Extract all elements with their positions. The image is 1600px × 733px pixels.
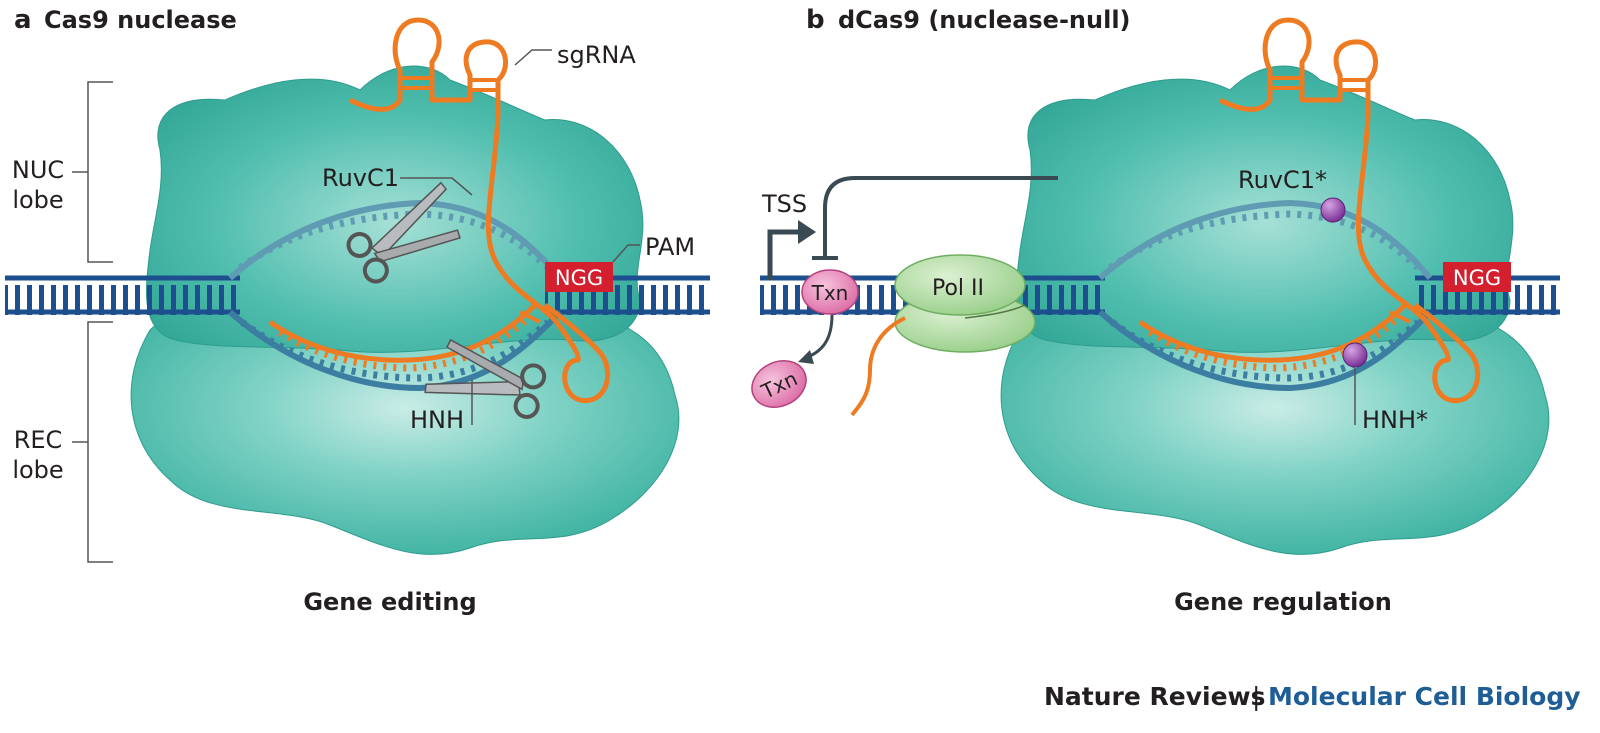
- sgrna-scaffold-b: [1218, 17, 1481, 403]
- rec-lobe-label-1: REC: [14, 426, 63, 454]
- ruvc1-mut-label: RuvC1*: [1238, 166, 1327, 194]
- sgrna-label: sgRNA: [557, 41, 636, 69]
- dna-top-strand-b: [1098, 199, 1433, 281]
- dna-bottom-strand-b: [1098, 309, 1433, 392]
- panel-b-title: dCas9 (nuclease-null): [838, 6, 1131, 34]
- panel-b: b dCas9 (nuclease-null) NGG RuvC1*: [751, 5, 1560, 616]
- nuc-lobe-label-1: NUC: [12, 156, 64, 184]
- pol2-label: Pol II: [932, 276, 984, 301]
- pam-ngg-label-a: NGG: [555, 266, 603, 290]
- txn-bound-label: Txn: [811, 281, 849, 305]
- hnh-mut-label: HNH*: [1362, 406, 1428, 434]
- hnh-mutation-dot: [1342, 342, 1368, 368]
- sgrna-scaffold-a: [348, 17, 611, 403]
- nuc-lobe-bracket: [87, 81, 113, 263]
- pam-ngg-label-b: NGG: [1453, 266, 1501, 290]
- panel-a-title: Cas9 nuclease: [44, 6, 237, 34]
- repression-bar-icon: [812, 176, 1058, 260]
- rec-lobe-label-2: lobe: [12, 456, 63, 484]
- dna-bottom-strand-a: [228, 309, 563, 392]
- tss-arrow-icon: [767, 220, 816, 280]
- rec-lobe-bracket: [87, 321, 113, 563]
- caption-gene-editing: Gene editing: [303, 588, 476, 616]
- panel-b-letter: b: [806, 5, 825, 35]
- sgrna-guide-b: [1138, 303, 1407, 363]
- pol2-upper: [894, 254, 1026, 316]
- pam-label: PAM: [645, 233, 695, 261]
- pam-box-a: [545, 262, 613, 292]
- cas9-nuc-lobe: [145, 65, 644, 353]
- ruvc1-mutation-dot: [1320, 197, 1346, 223]
- nuc-lobe-label-2: lobe: [12, 186, 63, 214]
- panel-a-letter: a: [14, 5, 32, 35]
- dna-left-flank-a: [5, 275, 240, 315]
- panel-a: a Cas9 nuclease NUC lobe REC lobe: [5, 5, 710, 616]
- scissors-icon: [346, 181, 461, 284]
- hnh-label: HNH: [410, 406, 464, 434]
- txn-bound: [801, 269, 859, 315]
- credit-section: Molecular Cell Biology: [1268, 682, 1581, 711]
- ruvc1-label: RuvC1: [322, 164, 399, 192]
- sgrna-guide-a: [268, 303, 537, 363]
- pam-box-b: [1443, 262, 1511, 292]
- tss-label: TSS: [761, 190, 807, 218]
- credit-journal: Nature Reviews: [1044, 682, 1266, 711]
- caption-gene-regulation: Gene regulation: [1174, 588, 1392, 616]
- txn-free: [751, 360, 807, 408]
- journal-credit: Nature Reviews | Molecular Cell Biology: [1044, 682, 1581, 711]
- credit-separator: |: [1252, 682, 1260, 711]
- nascent-rna: [850, 316, 906, 417]
